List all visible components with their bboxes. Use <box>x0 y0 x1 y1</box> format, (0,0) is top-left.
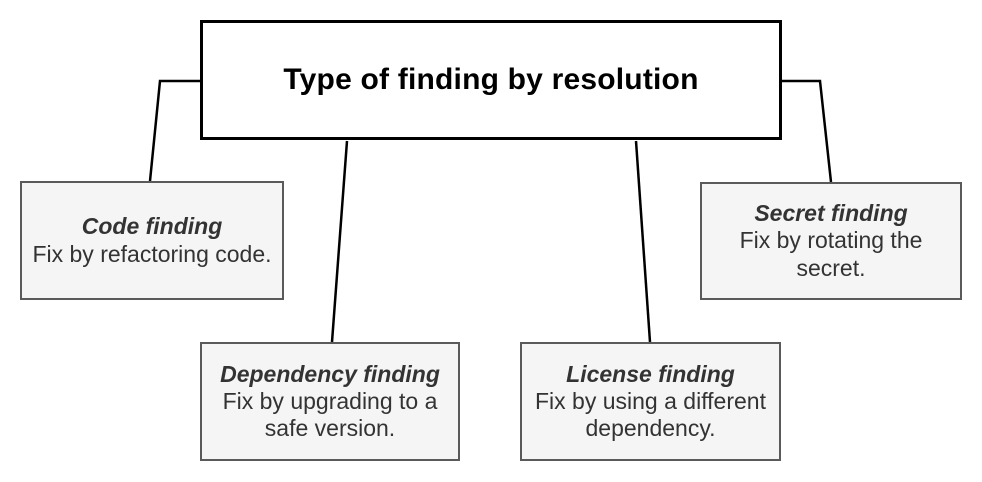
node-body: Fix by rotating the secret. <box>739 227 923 281</box>
node-license-finding: License finding Fix by using a different… <box>520 342 781 461</box>
node-body: Fix by refactoring code. <box>32 240 272 267</box>
connector-line-license-finding <box>634 140 652 343</box>
node-title: Secret finding <box>754 200 908 227</box>
node-code-finding: Code finding Fix by refactoring code. <box>20 181 284 300</box>
node-title: Code finding <box>81 213 223 240</box>
connector-line-secret-finding <box>782 79 833 183</box>
node-dependency-finding: Dependency finding Fix by upgrading to a… <box>200 342 460 461</box>
connector-line-code-finding <box>148 79 200 182</box>
connector-line-dependency-finding <box>330 140 349 343</box>
node-type-of-finding: Type of finding by resolution <box>200 20 782 140</box>
node-title: Type of finding by resolution <box>283 63 699 96</box>
node-body: Fix by upgrading to a safe version. <box>222 387 438 442</box>
node-secret-finding: Secret finding Fix by rotating the secre… <box>700 182 962 300</box>
node-title: License finding <box>566 360 735 387</box>
node-body: Fix by using a different dependency. <box>535 387 766 442</box>
node-title: Dependency finding <box>220 360 440 387</box>
